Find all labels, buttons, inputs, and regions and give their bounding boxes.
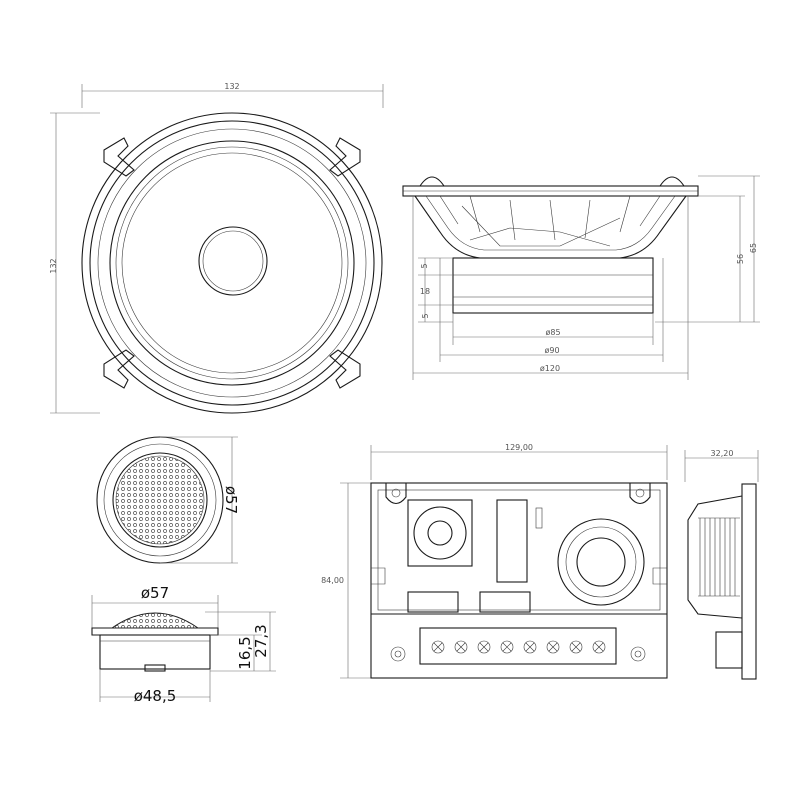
tweeter-height-27-label: 27,3	[252, 624, 270, 657]
side-depth-label: 56	[736, 254, 745, 264]
tweeter-front-view: ø57	[96, 436, 240, 564]
woofer-height-label: 132	[49, 258, 58, 273]
mount-step-bottom-label: 5	[421, 313, 430, 318]
mount-step-top-label: 5	[420, 263, 429, 268]
dia-85-label: ø85	[545, 328, 560, 337]
tweeter-side-dia-label: ø57	[141, 584, 169, 602]
dia-90-label: ø90	[544, 346, 559, 355]
crossover-side-view: 32,20	[684, 449, 759, 680]
tweeter-base-dia-label: ø48,5	[134, 687, 177, 705]
woofer-front-view: 132 132	[49, 82, 384, 414]
woofer-mounting-ears	[103, 137, 361, 389]
tweeter-front-dia-label: ø57	[222, 486, 240, 514]
side-total-depth-label: 65	[749, 243, 758, 253]
crossover-top-view: 129,00 84,00	[321, 443, 668, 679]
tweeter-side-view: ø57 16,5 27,3 ø48,5	[91, 584, 276, 705]
magnet-height-label: 18	[420, 287, 430, 296]
woofer-side-view: 5 18 5 56 65 ø85 ø90 ø120	[402, 175, 760, 380]
crossover-depth-label: 32,20	[711, 449, 734, 458]
woofer-width-label: 132	[224, 82, 239, 91]
crossover-height-label: 84,00	[321, 576, 344, 585]
dia-120-label: ø120	[540, 364, 560, 373]
crossover-side-fins	[698, 517, 740, 597]
tweeter-height-16-label: 16,5	[236, 636, 254, 669]
crossover-width-label: 129,00	[505, 443, 533, 452]
terminal-screws	[431, 640, 606, 654]
